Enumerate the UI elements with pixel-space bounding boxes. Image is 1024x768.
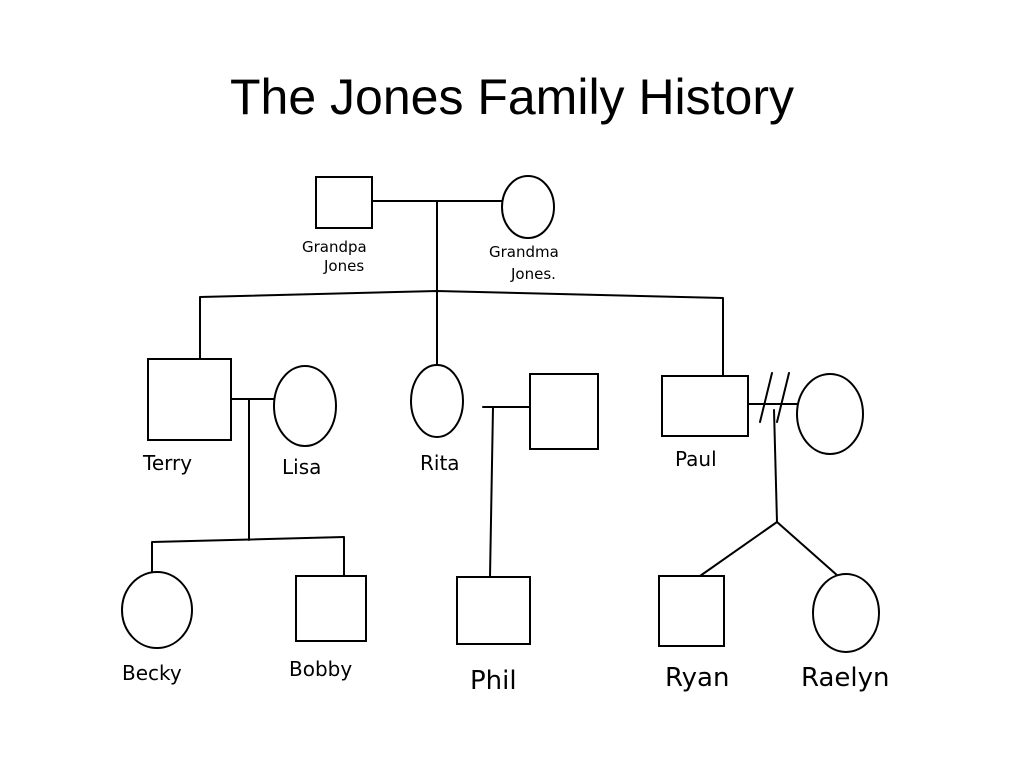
phil-label: Phil — [470, 666, 517, 696]
raelyn-label: Raelyn — [801, 663, 890, 693]
rita-circle — [410, 364, 464, 438]
divorce-slash-2 — [776, 372, 790, 423]
terry-square — [147, 358, 232, 441]
page-title: The Jones Family History — [229, 69, 795, 125]
terry-lisa-children-sibship-line — [151, 536, 345, 577]
grandpa-jones-square — [315, 176, 373, 229]
paul-spouse-circle — [796, 373, 864, 455]
phil-square — [456, 576, 531, 645]
bobby-square — [295, 575, 367, 642]
becky-circle — [121, 571, 193, 649]
becky-label: Becky — [122, 661, 182, 685]
grandpa-jones-label-1: Grandpa — [302, 238, 367, 256]
raelyn-circle — [812, 573, 880, 653]
rita-label: Rita — [420, 451, 460, 475]
grandma-jones-label-1: Grandma — [489, 243, 559, 261]
rita-spouse-square — [529, 373, 599, 450]
paul-square — [661, 375, 749, 437]
paul-label: Paul — [675, 447, 717, 471]
grandma-jones-label-2: Jones. — [510, 265, 556, 283]
ryan-square — [658, 575, 725, 647]
lisa-label: Lisa — [282, 455, 321, 479]
ryan-label: Ryan — [665, 663, 729, 693]
grandma-jones-circle — [501, 175, 555, 239]
terry-label: Terry — [142, 451, 192, 475]
children-sibship-line — [199, 290, 724, 377]
bobby-label: Bobby — [289, 657, 352, 681]
grandpa-jones-label-2: Jones — [323, 257, 364, 275]
paul-descent-line — [773, 409, 778, 523]
lisa-circle — [273, 365, 337, 447]
rita-descent-line — [489, 406, 494, 578]
twin-line-raelyn — [776, 521, 839, 577]
twin-line-ryan — [699, 521, 778, 577]
divorce-slash-1 — [759, 372, 773, 423]
